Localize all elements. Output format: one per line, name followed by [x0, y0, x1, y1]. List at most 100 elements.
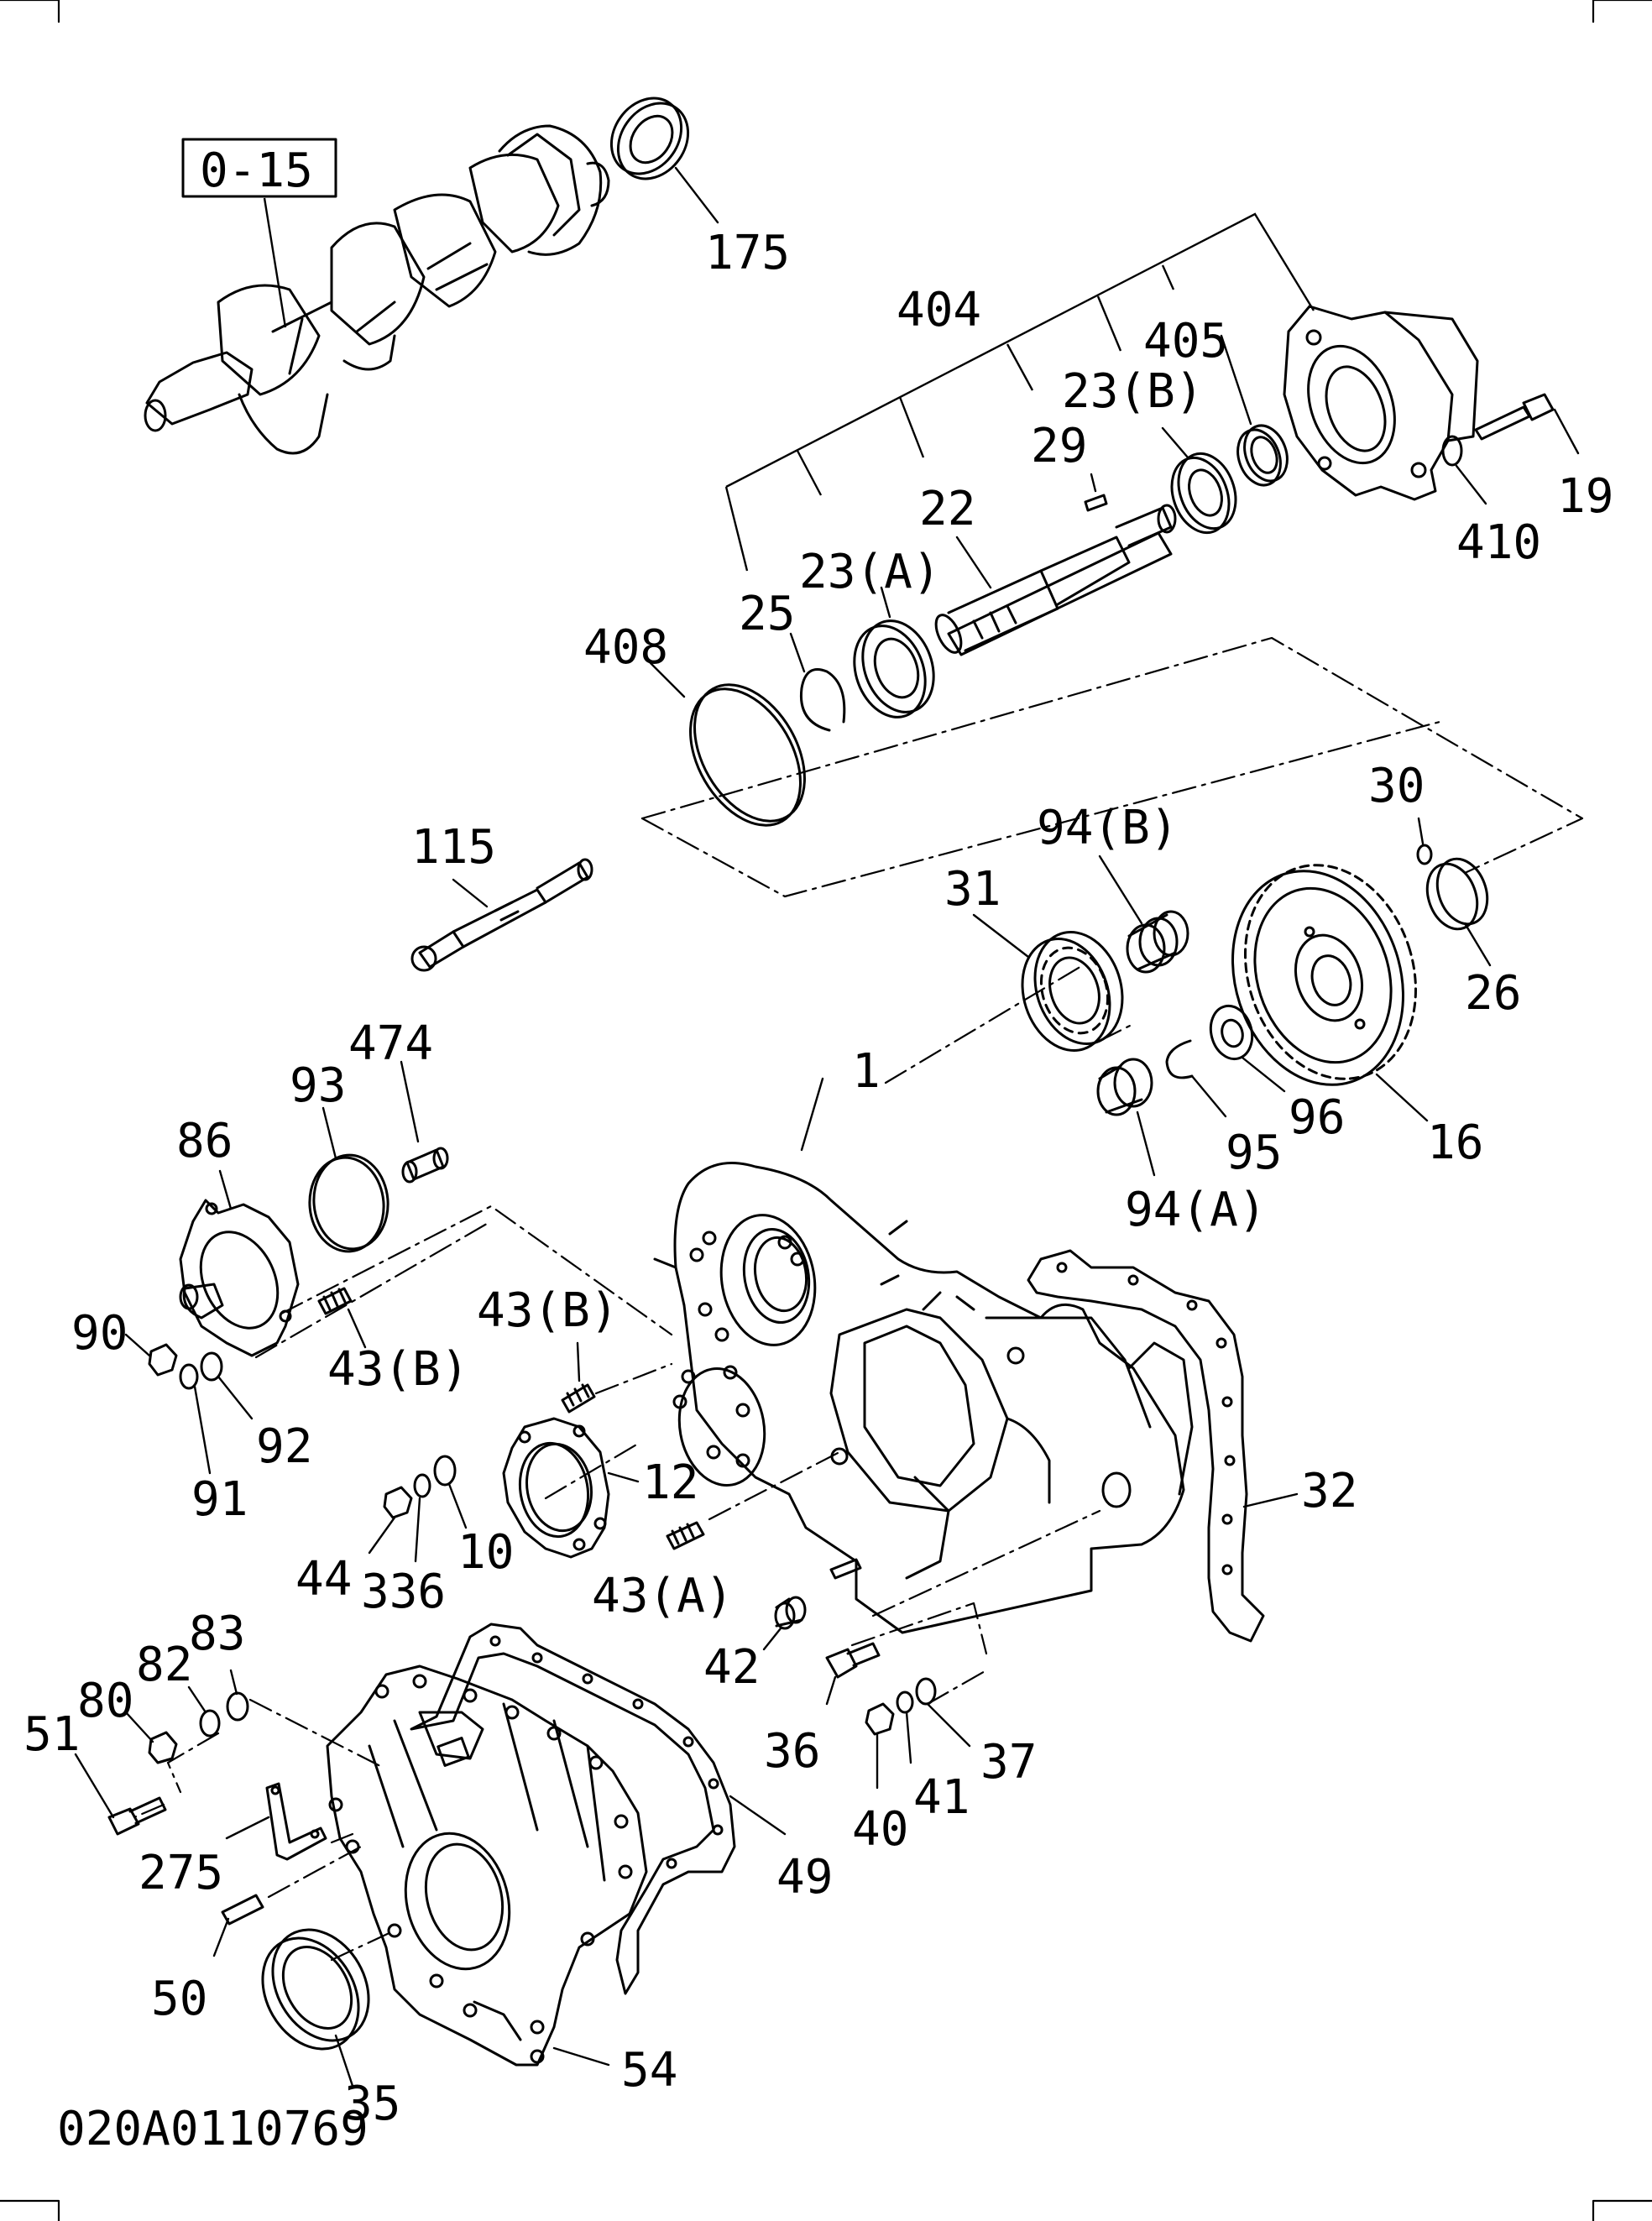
callout-19: 19 [1557, 469, 1613, 524]
crankshaft [144, 124, 610, 455]
callout-16: 16 [1427, 1116, 1483, 1170]
ball-bearing-31[interactable] [972, 913, 1137, 1062]
callout-36: 36 [764, 1724, 820, 1779]
oil-seal-175[interactable] [597, 85, 719, 224]
washer-82[interactable] [187, 1685, 221, 1738]
callout-83: 83 [189, 1607, 245, 1661]
bolt-19[interactable] [1474, 393, 1580, 455]
callout-95: 95 [1226, 1126, 1282, 1180]
callout-410: 410 [1456, 515, 1541, 570]
shaft-22[interactable] [931, 504, 1177, 656]
callout-43a: 43(A) [592, 1569, 734, 1623]
washer-92[interactable] [200, 1351, 254, 1420]
washer-410[interactable] [1441, 435, 1487, 505]
snap-ring-95[interactable] [1165, 1039, 1227, 1118]
callout-86: 86 [176, 1114, 233, 1168]
nut-90[interactable] [124, 1333, 178, 1377]
cover-12[interactable] [502, 1417, 640, 1559]
front-cover-54[interactable] [326, 1664, 648, 2067]
washer-37[interactable] [915, 1677, 971, 1748]
bolt-51[interactable] [74, 1753, 167, 1836]
callout-labels: 175 404 405 23(B) 29 22 19 410 23(A) 25 … [24, 226, 1613, 2131]
timing-case-1[interactable] [653, 1077, 1194, 1634]
callout-12: 12 [642, 1455, 698, 1510]
cover-86[interactable] [179, 1169, 300, 1357]
callout-94b: 94(B) [1037, 801, 1179, 855]
spring-washer-336[interactable] [413, 1473, 431, 1563]
callout-408: 408 [583, 620, 668, 675]
callout-31: 31 [944, 862, 1001, 917]
callout-474: 474 [348, 1016, 433, 1071]
bushing-94a[interactable] [1096, 1058, 1156, 1177]
callout-23a: 23(A) [799, 545, 941, 599]
callout-23b: 23(B) [1062, 364, 1204, 419]
gasket-49[interactable] [410, 1623, 787, 1995]
bushing-42[interactable] [762, 1596, 807, 1651]
callout-44: 44 [295, 1552, 352, 1607]
bolt-36[interactable] [825, 1642, 881, 1706]
bearing-23a[interactable] [842, 586, 945, 727]
o-ring-93[interactable] [306, 1106, 391, 1255]
callout-115: 115 [411, 820, 496, 875]
callout-80: 80 [77, 1674, 133, 1728]
callout-175: 175 [705, 226, 790, 280]
callout-26: 26 [1465, 966, 1521, 1021]
nut-44[interactable] [368, 1486, 413, 1555]
callout-29: 29 [1031, 419, 1087, 473]
callout-32: 32 [1301, 1464, 1357, 1518]
callout-35: 35 [344, 2077, 400, 2131]
spring-washer-41[interactable] [896, 1691, 914, 1764]
pin-30[interactable] [1416, 817, 1433, 865]
callout-404: 404 [897, 283, 981, 337]
callout-1: 1 [852, 1044, 881, 1099]
collar-26[interactable] [1419, 852, 1496, 967]
alignment-lines-lower [133, 1698, 396, 1962]
sensor-115[interactable] [410, 858, 593, 972]
callout-90: 90 [71, 1306, 128, 1361]
thrust-washer-96[interactable] [1205, 1001, 1286, 1093]
callout-40: 40 [852, 1802, 908, 1857]
drawing-number: 020A0110769 [57, 2102, 369, 2156]
callout-51: 51 [24, 1707, 80, 1762]
washer-83[interactable] [226, 1669, 249, 1722]
snap-ring-25[interactable] [789, 632, 846, 732]
callout-10: 10 [457, 1525, 514, 1580]
plate-275[interactable] [225, 1782, 327, 1861]
callout-94a: 94(A) [1125, 1183, 1267, 1237]
stud-43b-right[interactable] [561, 1341, 596, 1414]
dowel-pin-50[interactable] [212, 1894, 264, 1957]
callout-405: 405 [1143, 314, 1228, 368]
bearing-housing[interactable] [1283, 305, 1479, 501]
dowel-pin[interactable] [829, 1558, 862, 1580]
callout-25: 25 [739, 587, 795, 641]
alignment-line-cover [254, 1205, 673, 1359]
pin-474[interactable] [400, 1060, 449, 1184]
nut-80[interactable] [124, 1711, 178, 1764]
key-29[interactable] [1084, 473, 1108, 512]
idler-gear-16[interactable] [1206, 843, 1443, 1122]
bushing-94b[interactable] [1098, 854, 1189, 974]
callout-275: 275 [139, 1846, 223, 1900]
alignment-line-upper [640, 636, 1584, 898]
reference-box[interactable]: 0-15 [181, 138, 337, 328]
gasket-32[interactable] [1027, 1249, 1299, 1643]
nut-40[interactable] [865, 1702, 895, 1790]
bearing-405[interactable] [1220, 334, 1294, 491]
o-ring-408[interactable] [649, 661, 827, 844]
callout-30: 30 [1368, 759, 1425, 813]
callout-96: 96 [1289, 1090, 1345, 1145]
reference-box-label: 0-15 [200, 144, 313, 198]
callout-82: 82 [136, 1638, 192, 1692]
stud-43a[interactable] [666, 1521, 705, 1550]
callout-93: 93 [290, 1058, 346, 1113]
oil-seal-35[interactable] [243, 1912, 388, 2088]
callout-43b-left: 43(B) [327, 1342, 469, 1397]
assembly-404-bracket [724, 212, 1315, 572]
stud-43b-left[interactable] [317, 1287, 367, 1349]
callout-22: 22 [919, 482, 975, 536]
bearing-23b[interactable] [1161, 426, 1246, 541]
spring-washer-91[interactable] [179, 1363, 212, 1475]
washer-10[interactable] [433, 1455, 468, 1529]
